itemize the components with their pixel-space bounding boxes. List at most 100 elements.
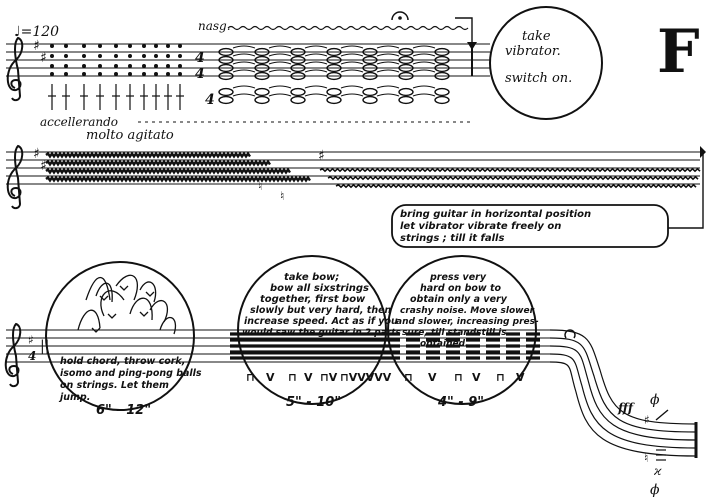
tie-arc: [304, 53, 328, 57]
whole-note: [254, 71, 270, 81]
tie-arc: [232, 45, 256, 49]
tie-arc: [412, 53, 436, 57]
svg-text:ϰ: ϰ: [653, 464, 662, 478]
chord-dot: [50, 44, 54, 48]
whole-note: [434, 63, 450, 73]
circle3-duration: 4" - 9": [437, 395, 484, 410]
whole-note: [290, 87, 306, 97]
chord-dot: [142, 54, 146, 58]
arrowhead: [107, 313, 117, 319]
whole-note: [398, 87, 414, 97]
tie-arc: [268, 53, 292, 57]
bow-mark: V: [472, 371, 481, 384]
whole-note: [398, 63, 414, 73]
chord-dot: [114, 44, 118, 48]
bow-mark: ⊓: [246, 371, 255, 384]
tie-arc: [268, 61, 292, 65]
tie-arc: [340, 61, 364, 65]
circle3-line-3: obtain only a very: [410, 294, 508, 305]
chord-dot: [114, 72, 118, 76]
circle1-line-1: hold chord, throw cork,: [60, 356, 185, 367]
whole-note: [362, 55, 378, 65]
chord-dot: [142, 64, 146, 68]
bow-mark: ⊓: [454, 371, 463, 384]
chord-dot: [98, 44, 102, 48]
circle1-duration: 6" - 12": [96, 403, 151, 418]
tremolo-band: [319, 167, 701, 173]
circle3-line-2: hard on bow to: [420, 283, 502, 294]
tie-arc: [412, 85, 436, 89]
chord-dot: [50, 72, 54, 76]
bow-mark: V: [428, 371, 437, 384]
whole-note: [254, 47, 270, 57]
natural-sign: ♮: [280, 189, 284, 203]
whole-note: [434, 87, 450, 97]
whole-note: [254, 87, 270, 97]
circle-take: take: [522, 29, 551, 44]
arrowhead: [145, 291, 155, 297]
chord-dot: [50, 64, 54, 68]
sharp-sign: ♯: [318, 148, 325, 164]
circle2-line-1: take bow;: [284, 272, 339, 283]
whole-note: [290, 95, 306, 105]
circle2-line-5: increase speed. Act as if you: [244, 316, 398, 327]
chord-dot: [142, 72, 146, 76]
tie-arc: [304, 85, 328, 89]
chord-marks: ||: [40, 338, 49, 354]
scribble-arrow: [100, 290, 125, 317]
tie-arc: [376, 61, 400, 65]
whole-note: [254, 55, 270, 65]
circle1-line-2: isomo and ping-pong balls: [60, 368, 202, 379]
bow-direction-marks: ⊓V⊓V⊓V⊓VVVVV⊓V⊓V⊓V: [246, 371, 525, 384]
tie-arc: [340, 45, 364, 49]
tremolo-band: [45, 151, 251, 159]
tie-arc: [412, 61, 436, 65]
bow-mark: ⊓: [496, 371, 505, 384]
key-sharp-2: ♯: [40, 50, 47, 66]
circle2-line-3: together, first bow: [260, 294, 366, 305]
chord-dot: [166, 44, 170, 48]
system-2: ♯ ♯ ♯ ♮ ♮ bring guitar in horizontal pos…: [6, 144, 706, 248]
bow-mark: V: [516, 371, 525, 384]
tie-arc: [232, 85, 256, 89]
tie-arc: [376, 45, 400, 49]
chord-dot: [154, 72, 158, 76]
whole-note: [290, 55, 306, 65]
fermata-icon: [391, 11, 409, 21]
box-line-2: let vibrator vibrate freely on: [400, 221, 561, 232]
accelerando-chords: [48, 44, 184, 110]
tremolo-wave-line: [227, 25, 469, 31]
circle1-line-3: on strings. Let them: [60, 380, 169, 391]
bow-mark: ⊓VVVVV: [340, 371, 392, 384]
tie-arc: [376, 93, 400, 97]
box-line-1: bring guitar in horizontal position: [400, 209, 591, 220]
circle3-line-1: press very: [429, 272, 487, 283]
circle2-line-2: bow all sixstrings: [270, 283, 369, 294]
end-symbols: ϕ ♯ ♮ ϰ ϕ: [644, 392, 669, 498]
treble-clef-icon: [6, 36, 24, 102]
tie-arc: [304, 45, 328, 49]
dynamic-fff: fff: [617, 401, 635, 415]
bow-mark: ⊓V: [320, 371, 338, 384]
whole-note: [290, 71, 306, 81]
arrowhead: [99, 295, 109, 301]
chord-dot: [64, 64, 68, 68]
chord-dot: [142, 44, 146, 48]
tie-arc: [232, 53, 256, 57]
chord-dot: [64, 44, 68, 48]
chord-dot: [98, 64, 102, 68]
agitato-label: molto agitato: [86, 128, 174, 143]
treble-clef-icon: [4, 322, 22, 388]
circle3-line-6: sure, till standstill is: [402, 328, 507, 338]
whole-note: [362, 47, 378, 57]
tie-arc: [268, 45, 292, 49]
scribble-arrow: [85, 277, 111, 301]
whole-note: [434, 71, 450, 81]
staff-lines-1: [6, 43, 490, 77]
whole-note: [218, 87, 234, 97]
tie-arc: [232, 61, 256, 65]
whole-note: [218, 95, 234, 105]
instruction-circle-bow: [237, 255, 387, 405]
time-sig-4-top: 4: [195, 50, 205, 66]
